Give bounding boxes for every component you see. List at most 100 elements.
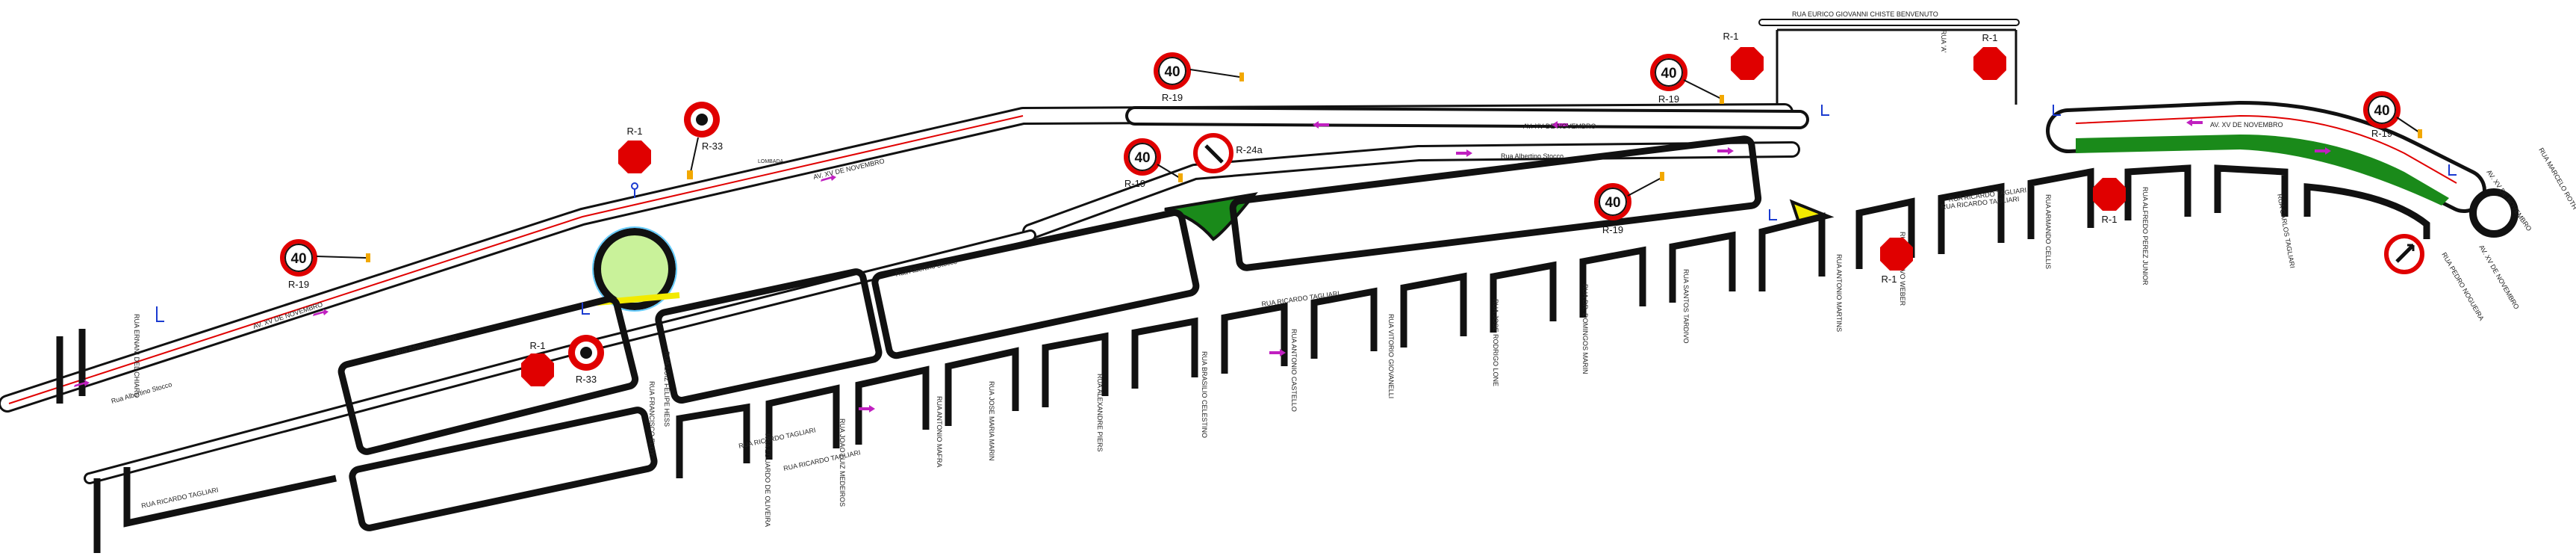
street-label: RUA MARCELO ROTH [2537,146,2576,211]
street-label: RUA FRANCISCO ELOY [648,381,656,457]
roundabout-east [2469,188,2519,238]
speed-limit-value: 40 [1661,66,1676,81]
flow-arrow [1456,149,1472,157]
speed-limit-sign-5: 40 R-19 [1594,172,1664,235]
street-label: RUA RICARDO TAGLIARI [783,448,861,472]
street-label: AV. XV DE NOVEMBRO [2210,121,2283,129]
green-median-east [2076,135,2449,206]
street-label: RUA ANTONIO CASTELLO [1290,329,1298,412]
street-label: RUA LUIZ FELIPE HESS [663,351,671,427]
street-label: Rua Albertino Stocco [1501,152,1564,160]
sign-code: R-33 [576,374,597,385]
sign-code: R-1 [2102,214,2118,225]
flow-arrow [821,174,836,182]
stop-sign-2: R-1 [521,340,554,386]
speed-limit-sign-4: 40 R-19 [1124,138,1183,189]
sign-code: R-19 [2371,128,2392,139]
sign-code: R-1 [1723,31,1739,42]
r33-sign-2: R-33 [568,335,604,385]
speed-limit-value: 40 [1134,150,1150,166]
block [1229,135,1762,271]
street-label: RUA ALFREDO PEREZ JUNIOR [2141,187,2149,285]
speed-limit-value: 40 [290,251,306,267]
av-xv-red-line [8,115,1024,404]
flow-arrow [859,405,875,413]
west-left-blocks [56,329,337,553]
street-label: RUA PEDRO NOGUEIRA [2440,251,2485,322]
block [655,268,883,404]
r33-sign-1: R-33 [684,102,723,179]
flow-arrow [74,380,90,387]
street-label: RUA DR. DOMINGOS MARIN [1581,284,1589,374]
street-label: RUA BRASILIO CELESTINO [1201,351,1208,438]
stop-sign-4: R-1 [1973,32,2006,80]
signal-post-icon [582,303,590,315]
sign-code: R-19 [1602,224,1623,235]
sign-code: R-1 [627,126,643,137]
signal-post-icon [1769,209,1777,220]
street-label: RUA EDUARDO DE OLIVEIRA [764,433,771,527]
sign-code: R-1 [1882,274,1897,285]
street-label: RUA JOSE MARIA MARIN [988,381,995,461]
speed-limit-sign-6: 40 R-19 [2363,91,2422,139]
no-turn-sign-2 [2384,234,2424,274]
street-label: RUA ALEXANDRE PIERS [1096,374,1104,452]
sign-code: R-19 [288,279,309,290]
traffic-signs: 40 R-19 40 R-19 40 R-19 40 R-19 [280,31,2424,386]
signal-post-icon [1821,105,1829,116]
street-label: RUA JOSE RODRIGO LONE [1492,299,1499,386]
sign-code: R-19 [1162,92,1183,103]
street-label: RUA VITORIO GIOVANELLI [1387,314,1395,398]
flow-arrows [74,119,2331,413]
av-xv-east-red-line [2075,114,2457,184]
speed-limit-sign-1: 40 R-19 [280,239,370,290]
road-network [0,19,2519,484]
block [871,209,1200,359]
speed-limit-value: 40 [1605,195,1620,211]
sign-code: R-1 [1982,32,1998,43]
speed-limit-sign-2: 40 R-19 [1154,52,1244,103]
street-label: RUA 'A' [1940,30,1947,53]
street-label: RUA ANTONIO MAFRA [936,396,943,467]
street-label: AV. XV DE NOVEMBRO [1523,123,1596,130]
flow-arrow [1269,349,1286,356]
speed-limit-value: 40 [1164,64,1180,80]
sign-code: R-24a [1236,144,1263,155]
roundabout-west [594,228,676,310]
street-label: RUA SANTOS TARDIVO [1682,269,1690,344]
street-label: RUA EURICO GIOVANNI CHISTE BENVENUTO [1792,10,1938,18]
stop-sign-1: R-1 [618,126,651,173]
street-label: RUA JOAO LUIZ MEDEIROS [839,419,846,507]
street-label: RUA ANTONIO MARTINS [1835,254,1843,332]
sign-code: R-1 [530,340,546,351]
flow-arrow [2315,147,2331,155]
street-label: AV. XV DE NOVEMBRO [2477,244,2520,310]
sign-code: R-19 [1658,93,1679,105]
street-label: Rua Albertino Stocco [394,334,457,356]
flow-arrow [1313,121,1329,129]
city-blocks [56,135,2430,553]
flow-arrow [313,309,329,316]
street-label: Rua Albertino Stocco [111,380,173,405]
flow-arrow [2186,119,2203,126]
flow-arrow [1552,121,1568,129]
signal-post-icon [2448,164,2457,176]
speed-limit-sign-3: 40 R-19 [1650,54,1724,105]
street-label: LOMBADA [758,159,784,164]
stop-sign-6: R-1 [2093,178,2126,225]
street-labels: AV. XV DE NOVEMBRO AV. XV DE NOVEMBRO AV… [111,10,2576,527]
speed-limit-value: 40 [2374,103,2389,119]
rua-eurico-block [1776,28,2017,105]
stop-sign-5: R-1 [1880,238,1913,285]
street-label: RUA ARMANDO CELLIS [2044,194,2052,269]
block [349,407,658,531]
signal-post-icon [2053,105,2061,116]
signal-post-icon [631,182,639,198]
stop-sign-3: R-1 [1723,31,1764,80]
sign-code: R-19 [1124,178,1145,189]
signal-post-icon [156,306,164,322]
street-label: RUA ERNANI DEL CHIARO [133,314,140,398]
no-turn-sign-1: R-24a [1193,133,1263,173]
sign-code: R-33 [702,140,723,152]
